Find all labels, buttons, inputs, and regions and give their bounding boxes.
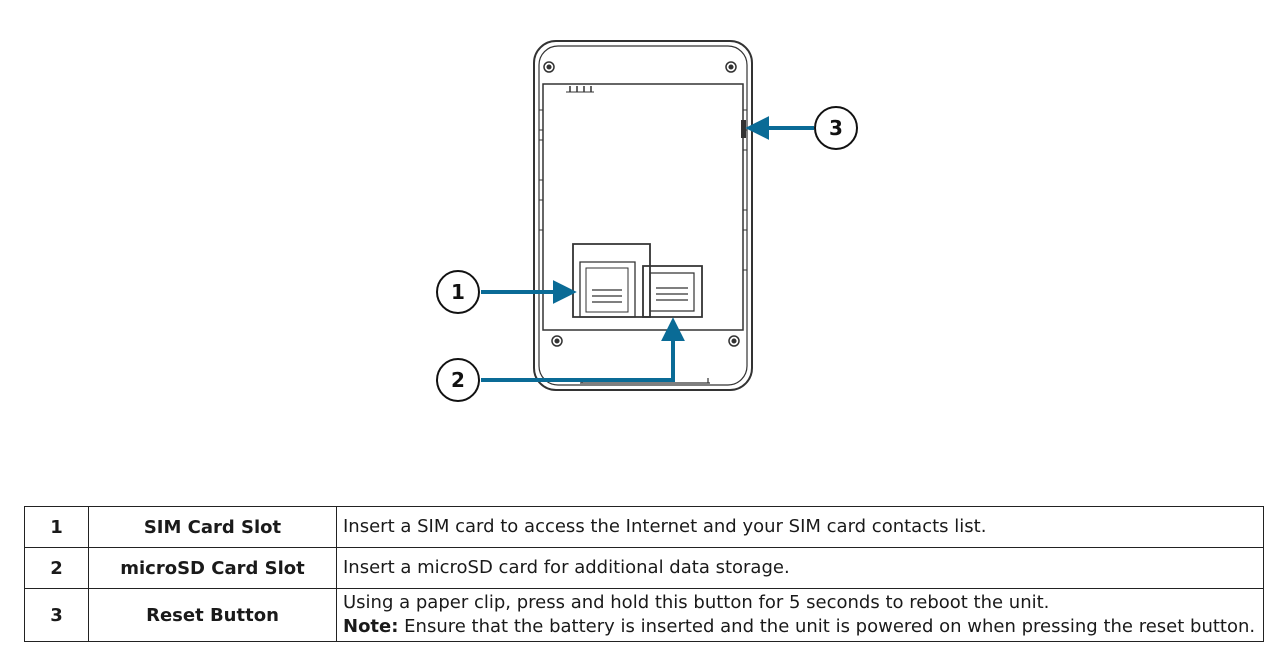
- table-row: 3 Reset Button Using a paper clip, press…: [24, 588, 1264, 642]
- legend-table: 1 SIM Card Slot Insert a SIM card to acc…: [24, 506, 1264, 642]
- callout-arrows: [481, 116, 814, 382]
- svg-text:3: 3: [829, 116, 843, 140]
- row-number: 1: [24, 506, 89, 548]
- row-description: Using a paper clip, press and hold this …: [336, 588, 1264, 642]
- sim-slot-shape: [572, 243, 651, 318]
- screw-holes: [543, 61, 740, 347]
- svg-text:2: 2: [451, 368, 465, 392]
- callout-3: 3: [814, 106, 858, 150]
- table-row: 1 SIM Card Slot Insert a SIM card to acc…: [24, 506, 1264, 548]
- callout-2: 2: [436, 358, 480, 402]
- device-diagram: 1 2 3: [436, 40, 858, 402]
- row-name: microSD Card Slot: [88, 547, 337, 589]
- microsd-slot-shape: [642, 265, 703, 318]
- device-body: [533, 40, 753, 391]
- row-note: Note: Ensure that the battery is inserte…: [343, 615, 1263, 639]
- row-description-line: Using a paper clip, press and hold this …: [343, 592, 1050, 613]
- table-row: 2 microSD Card Slot Insert a microSD car…: [24, 547, 1264, 589]
- row-name: Reset Button: [88, 588, 337, 642]
- row-description: Insert a SIM card to access the Internet…: [336, 506, 1264, 548]
- note-text: Ensure that the battery is inserted and …: [398, 616, 1256, 637]
- svg-text:1: 1: [451, 280, 465, 304]
- note-label: Note:: [343, 616, 399, 637]
- callout-1: 1: [436, 270, 480, 314]
- row-number: 3: [24, 588, 89, 642]
- row-number: 2: [24, 547, 89, 589]
- arrow-2: [481, 317, 685, 382]
- row-name: SIM Card Slot: [88, 506, 337, 548]
- reset-button-shape: [741, 120, 746, 138]
- row-description: Insert a microSD card for additional dat…: [336, 547, 1264, 589]
